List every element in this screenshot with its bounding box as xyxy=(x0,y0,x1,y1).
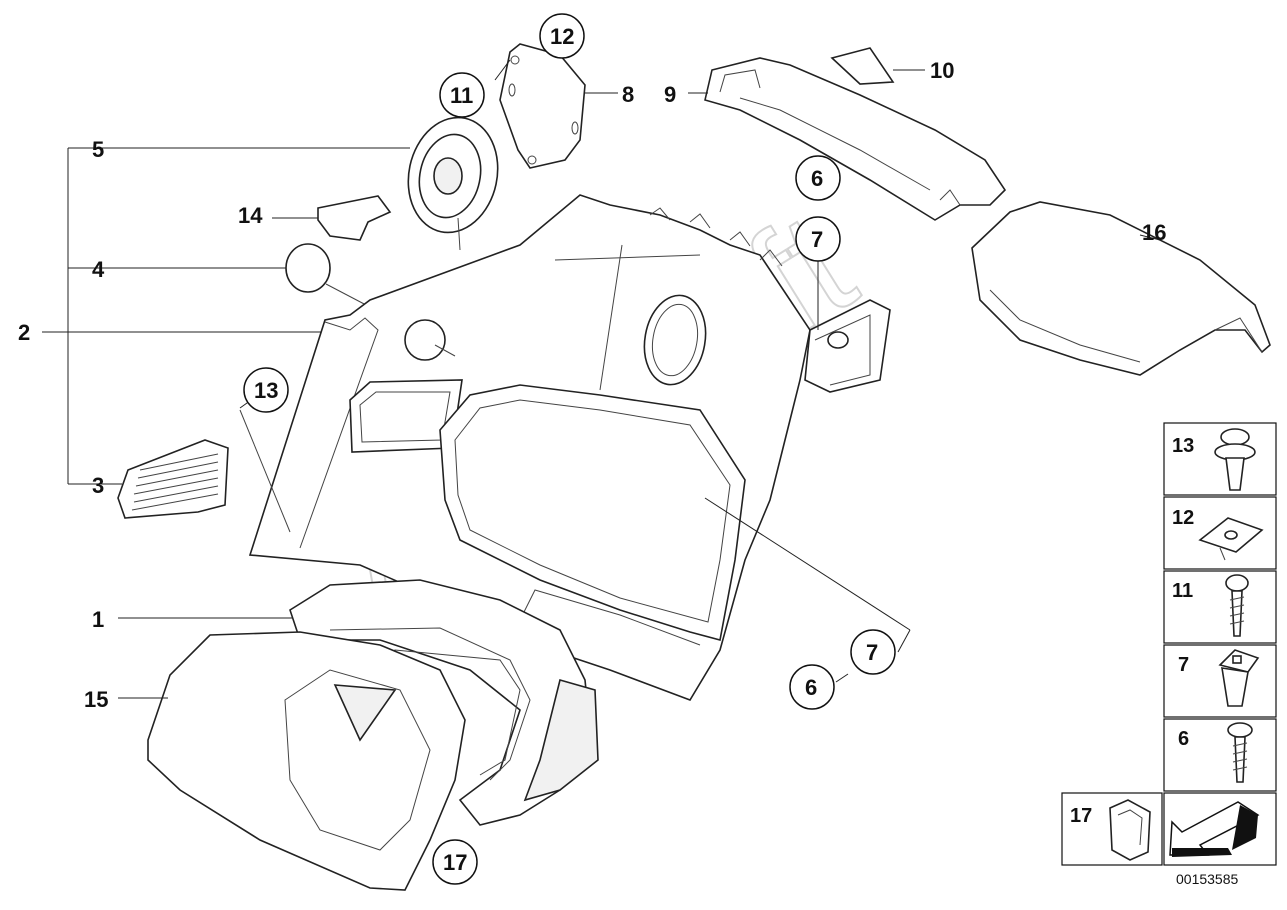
svg-text:11: 11 xyxy=(450,83,473,108)
callout-17: 17 xyxy=(432,839,478,885)
svg-text:13: 13 xyxy=(1172,435,1194,457)
svg-text:6: 6 xyxy=(805,675,817,700)
legend-item-7: 7 xyxy=(1178,649,1260,707)
callout-15: 15 xyxy=(84,687,108,712)
legend-item-12: 12 xyxy=(1172,507,1264,561)
callout-16: 16 xyxy=(1142,220,1166,245)
svg-text:6: 6 xyxy=(811,166,823,191)
callout-12: 12 xyxy=(539,13,585,59)
reference-number: 00153585 xyxy=(1176,871,1239,887)
callout-10: 10 xyxy=(930,58,954,83)
part-small-cover xyxy=(272,195,392,241)
svg-text:17: 17 xyxy=(443,850,467,875)
svg-text:7: 7 xyxy=(1178,654,1189,676)
svg-text:17: 17 xyxy=(1070,805,1092,827)
part-corner-block xyxy=(804,260,891,393)
clip-icon xyxy=(1109,799,1151,861)
callout-4: 4 xyxy=(92,257,105,282)
callout-7-bottom: 7 xyxy=(850,629,896,675)
callout-14: 14 xyxy=(238,203,263,228)
clip-nut-icon xyxy=(1198,517,1264,561)
callout-6-top: 6 xyxy=(795,155,841,201)
svg-text:12: 12 xyxy=(1172,507,1194,529)
svg-text:13: 13 xyxy=(254,378,278,403)
callout-11: 11 xyxy=(439,72,485,118)
part-speaker-cover xyxy=(118,631,466,891)
expanding-nut-icon xyxy=(1218,649,1260,707)
svg-text:12: 12 xyxy=(550,24,574,49)
svg-text:7: 7 xyxy=(866,640,878,665)
callout-1: 1 xyxy=(92,607,104,632)
legend-item-6: 6 xyxy=(1178,722,1253,783)
part-trim-clip xyxy=(830,47,925,85)
callout-9: 9 xyxy=(664,82,676,107)
part-parcel-cover xyxy=(971,201,1271,376)
callout-8: 8 xyxy=(622,82,634,107)
callout-2: 2 xyxy=(18,320,30,345)
svg-text:6: 6 xyxy=(1178,728,1189,750)
callout-13: 13 xyxy=(243,367,289,413)
part-cover-plate xyxy=(494,43,618,169)
svg-text:11: 11 xyxy=(1172,580,1193,602)
legend-item-13: 13 xyxy=(1172,428,1256,491)
part-vent-grille xyxy=(117,439,229,519)
svg-text:7: 7 xyxy=(811,227,823,252)
callout-7-top: 7 xyxy=(795,216,841,262)
part-speaker-ring xyxy=(407,116,499,251)
callout-6-bottom: 6 xyxy=(789,664,835,710)
bracket-lines xyxy=(42,147,410,485)
fastener-legend: 13 12 11 xyxy=(1061,422,1277,866)
screw-icon xyxy=(1227,722,1253,783)
direction-arrow-icon xyxy=(1169,801,1260,857)
part-round-cap xyxy=(285,243,369,307)
callout-5: 5 xyxy=(92,137,104,162)
screw-icon xyxy=(1225,574,1249,637)
push-rivet-icon xyxy=(1214,428,1256,491)
part-side-trim-panel xyxy=(239,194,811,701)
part-upper-trim-strip xyxy=(688,57,1007,221)
legend-item-17: 17 xyxy=(1070,799,1151,861)
callout-3: 3 xyxy=(92,473,104,498)
legend-item-11: 11 xyxy=(1172,574,1249,637)
part-lower-liner xyxy=(118,579,599,826)
